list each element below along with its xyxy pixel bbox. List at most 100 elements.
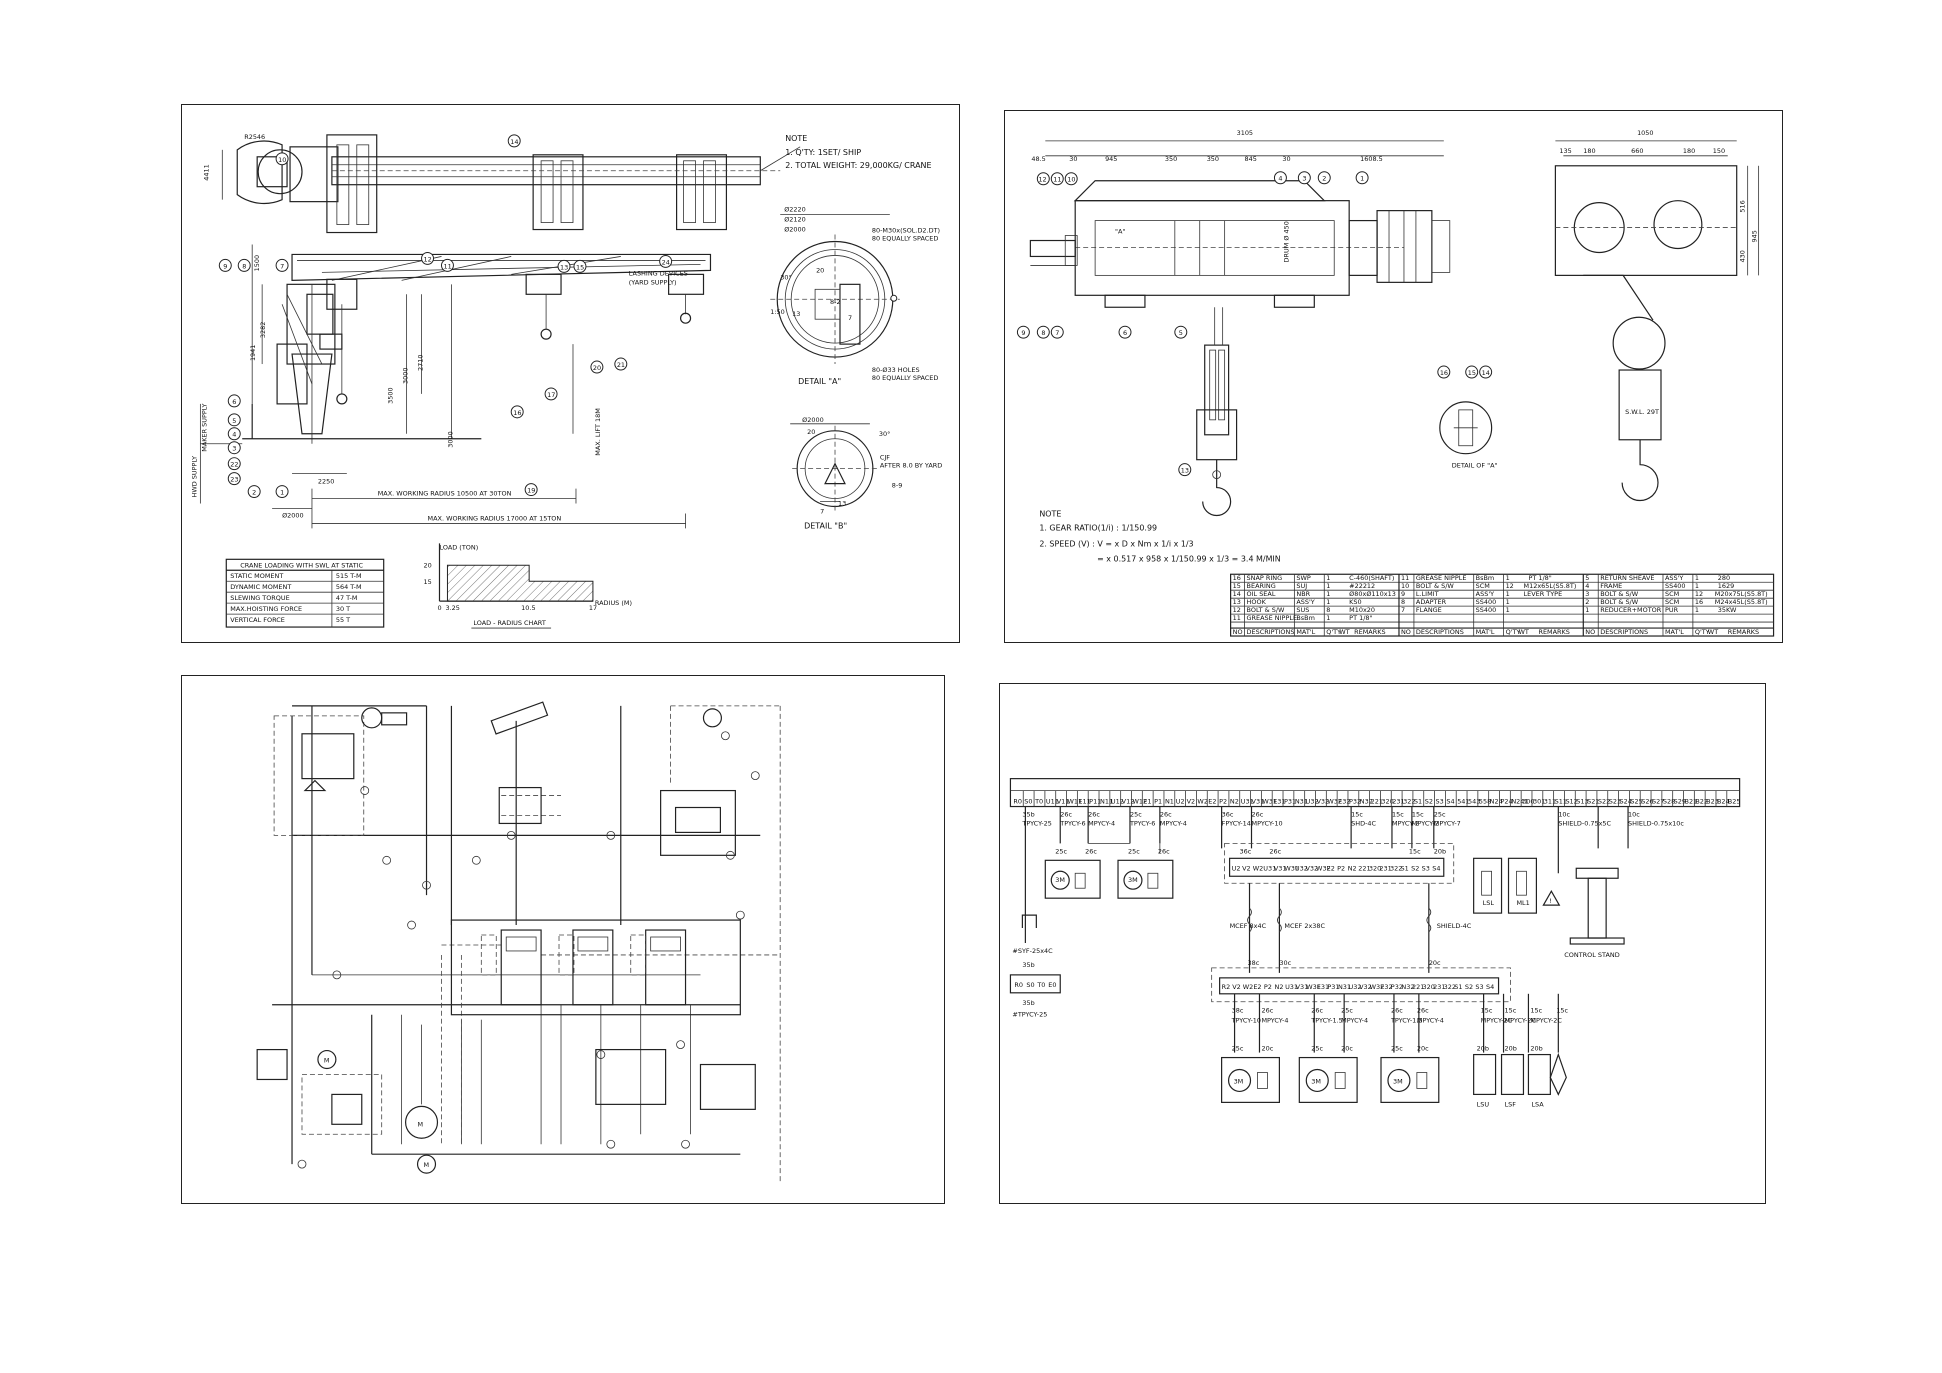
supply-bottom-cable: #TPYCY-25 xyxy=(1012,1011,1047,1019)
detail-b-drawing xyxy=(790,423,880,514)
hydraulic-drawing: M M M xyxy=(256,701,781,1185)
top-terminal: S21 xyxy=(1587,798,1599,806)
top-terminal: W32 xyxy=(1327,798,1342,806)
motor-label: 3M xyxy=(1234,1077,1244,1085)
svg-text:LEVER TYPE: LEVER TYPE xyxy=(1524,590,1563,598)
top-cable-core: 26c xyxy=(1088,810,1100,818)
top-terminal: U31 xyxy=(1241,798,1254,806)
svg-text:11: 11 xyxy=(1233,614,1241,622)
detail-a-drawing xyxy=(770,214,900,365)
mid-terminal: N2 xyxy=(1348,864,1357,872)
svg-text:SS400: SS400 xyxy=(1665,582,1686,590)
svg-text:21: 21 xyxy=(617,361,625,369)
detail-b-dim-5: 13 xyxy=(838,500,846,508)
crane-note-heading: NOTE xyxy=(785,134,807,143)
svg-text:E0: E0 xyxy=(1048,981,1056,989)
svg-text:Q'TY: Q'TY xyxy=(1695,628,1710,636)
top-cable-core: 10c xyxy=(1628,810,1640,818)
top-terminal: W31 xyxy=(1262,798,1277,806)
top-terminal: 322 xyxy=(1403,798,1415,806)
dim-o2000: Ø2000 xyxy=(282,511,304,519)
bottom-cable-type: MPYCY-2C xyxy=(1505,1017,1537,1025)
top-terminal: P2 xyxy=(1219,798,1227,806)
top-terminal: 541 xyxy=(1457,798,1469,806)
svg-text:1: 1 xyxy=(1585,606,1589,614)
top-terminal: B24 xyxy=(1717,798,1730,806)
svg-text:1608.5: 1608.5 xyxy=(1360,155,1383,163)
lower-core: 15c xyxy=(1409,847,1421,855)
svg-text:10: 10 xyxy=(1401,582,1409,590)
svg-text:Q'TY: Q'TY xyxy=(1326,628,1341,636)
crane-drawing: 4411 R2546 xyxy=(190,133,942,629)
bottom-cable-core: 15c xyxy=(1505,1007,1517,1015)
top-terminal: W12 xyxy=(1132,798,1147,806)
mid-terminal: W32 xyxy=(1316,864,1331,872)
top-terminal: 320 xyxy=(1381,798,1393,806)
top-terminal: N2 xyxy=(1230,798,1239,806)
top-terminal: S3 xyxy=(1436,798,1444,806)
detail-a-dim-4: 8-2 xyxy=(830,298,841,306)
bottom-cable-core: 38c xyxy=(1232,1007,1244,1015)
radius-17000-label: MAX. WORKING RADIUS 17000 AT 15TON xyxy=(428,514,562,522)
svg-text:350: 350 xyxy=(1165,155,1177,163)
top-terminal: U2 xyxy=(1176,798,1185,806)
svg-text:5: 5 xyxy=(1179,329,1183,337)
top-cable-type: TPYCY-6 xyxy=(1059,819,1085,827)
bottom-terminal: P2 xyxy=(1264,983,1272,991)
top-terminal: B22 xyxy=(1695,798,1708,806)
svg-text:10: 10 xyxy=(278,156,286,164)
svg-text:GREASE NIPPLE: GREASE NIPPLE xyxy=(1247,614,1298,622)
svg-text:12: 12 xyxy=(1038,176,1046,184)
top-terminal: B23 xyxy=(1706,798,1719,806)
svg-text:16: 16 xyxy=(1233,574,1241,582)
svg-text:8: 8 xyxy=(1401,598,1405,606)
svg-text:REMARKS: REMARKS xyxy=(1538,628,1569,636)
bottom-cable-type: MPYCY-4 xyxy=(1261,1017,1288,1025)
svg-text:WT: WT xyxy=(1708,628,1718,636)
loading-row-value: 47 T-M xyxy=(336,594,358,602)
top-terminal: E1 xyxy=(1143,798,1151,806)
loading-row-label: SLEWING TORQUE xyxy=(230,594,289,602)
crane-dimension-lines xyxy=(251,244,686,529)
bottom-terminal: 231 xyxy=(1433,983,1445,991)
svg-text:24: 24 xyxy=(662,258,670,266)
svg-text:180: 180 xyxy=(1683,147,1695,155)
bottom-cable-core: 26c xyxy=(1417,1007,1429,1015)
limit-label: LSA xyxy=(1531,1100,1544,1108)
svg-text:S0: S0 xyxy=(1026,981,1034,989)
bottom-terminal: V31 xyxy=(1296,983,1309,991)
top-cable-core: 10c xyxy=(1558,810,1570,818)
loading-row-value: 55 T xyxy=(336,616,350,624)
bottom-cable-core: 15c xyxy=(1481,1007,1493,1015)
power-supply-block xyxy=(1009,914,1061,994)
svg-text:35KW: 35KW xyxy=(1718,606,1737,614)
svg-text:NO: NO xyxy=(1233,628,1243,636)
hydraulic-circuit-lines xyxy=(272,705,781,1185)
svg-text:14: 14 xyxy=(510,138,518,146)
svg-text:2: 2 xyxy=(1585,598,1589,606)
detail-a-dim-9: 1:50 xyxy=(770,308,785,316)
motor-label: 3M xyxy=(1055,876,1065,884)
mid-terminal: S4 xyxy=(1432,864,1440,872)
svg-text:30: 30 xyxy=(1282,155,1290,163)
top-terminal: S29 xyxy=(1674,798,1686,806)
top-terminal: U12 xyxy=(1111,798,1124,806)
top-terminal: V31 xyxy=(1252,798,1265,806)
crane-note-2: 2. TOTAL WEIGHT: 29,000KG/ CRANE xyxy=(785,161,931,170)
bottom-core: 30c xyxy=(1279,959,1291,967)
top-terminal: N1 xyxy=(1165,798,1174,806)
svg-text:GREASE NIPPLE: GREASE NIPPLE xyxy=(1416,574,1467,582)
svg-text:1: 1 xyxy=(1326,598,1330,606)
top-cable-core: 35b xyxy=(1022,810,1034,818)
loading-row-label: STATIC MOMENT xyxy=(230,572,283,580)
svg-text:BEARING: BEARING xyxy=(1247,582,1276,590)
top-terminal: 231 xyxy=(1392,798,1404,806)
svg-text:16: 16 xyxy=(513,409,521,417)
dim-3282: 3282 xyxy=(259,322,267,338)
hoist-dim-overall: 3105 xyxy=(1237,129,1253,137)
bottom-terminal: P32 xyxy=(1391,983,1403,991)
motor-label: 3M xyxy=(1128,876,1138,884)
chart-x-tick: 17 xyxy=(589,604,597,612)
